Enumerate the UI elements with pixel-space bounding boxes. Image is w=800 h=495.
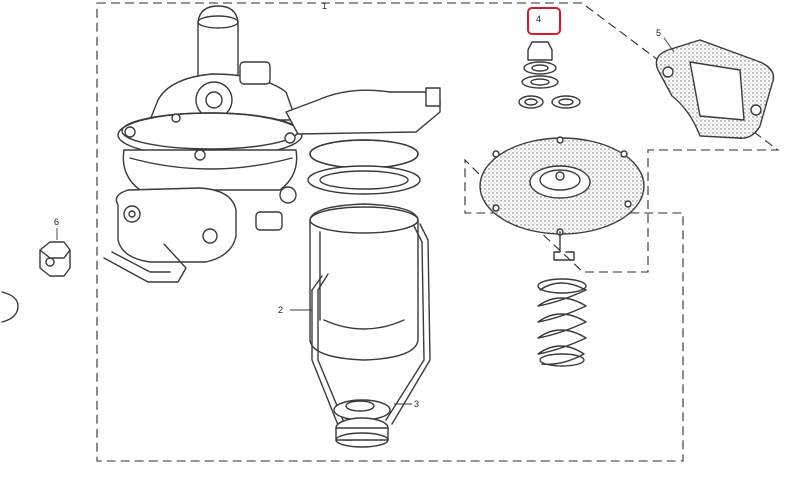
callout-6: 6 — [54, 217, 59, 227]
assembly-boundary — [96, 2, 780, 462]
edge-circle-fragment — [1, 291, 19, 323]
bowl-gasket-stack — [307, 139, 421, 195]
diaphragm-spring — [537, 278, 587, 367]
sediment-glass-bowl — [309, 203, 419, 361]
leader-5 — [663, 37, 675, 53]
callout-1: 1 — [322, 1, 327, 11]
diaphragm-assembly — [479, 136, 645, 261]
callout-4-highlight-box — [527, 7, 561, 35]
hex-nut — [39, 241, 71, 277]
bowl-retaining-stirrup — [311, 223, 431, 448]
callout-4: 4 — [536, 14, 541, 24]
pump-body — [103, 5, 441, 283]
callout-2: 2 — [278, 305, 283, 315]
callout-3: 3 — [414, 399, 419, 409]
valve-kit — [518, 41, 581, 109]
flange-gasket — [655, 39, 775, 139]
callout-5: 5 — [656, 28, 661, 38]
